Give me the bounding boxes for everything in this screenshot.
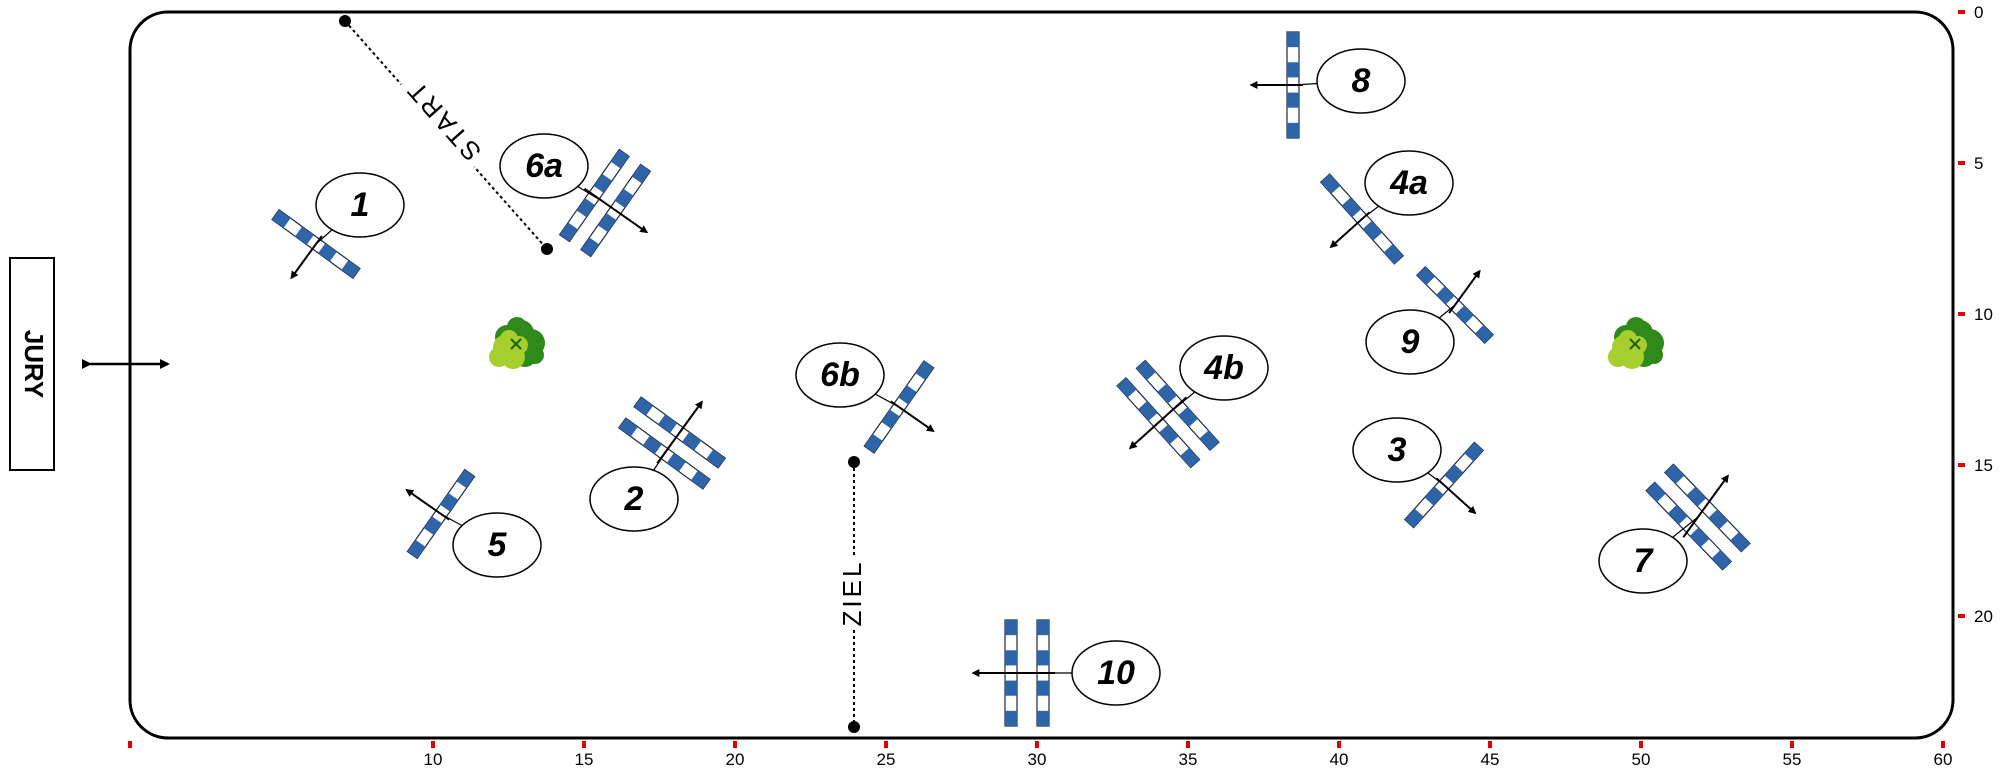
obstacle-1[interactable]: 1 [271, 172, 405, 280]
obstacle-label-bubble [499, 133, 589, 199]
tree-left-icon [489, 317, 545, 369]
obstacle-number: 4b [1203, 349, 1244, 387]
obstacle-5[interactable]: 5 [405, 468, 542, 578]
y-tick [1958, 10, 1965, 14]
obstacle-2[interactable]: 2 [589, 396, 727, 532]
obstacle-7[interactable]: 7 [1598, 463, 1751, 594]
x-tick [1337, 741, 1341, 748]
obstacle-number: 4a [1389, 164, 1428, 202]
x-tick-label: 40 [1330, 750, 1349, 769]
x-tick-label: 60 [1934, 750, 1953, 769]
x-tick [431, 741, 435, 748]
x-tick-label: 20 [726, 750, 745, 769]
obstacle-label-bubble [795, 342, 885, 408]
x-tick [733, 741, 737, 748]
finish-label: ZIEL [837, 560, 867, 627]
x-tick-label: 25 [877, 750, 896, 769]
obstacle-number: 10 [1097, 654, 1135, 692]
jumps: 1 2 3 4a 4b 5 6a 6b 7 8 9 10 [271, 31, 1751, 727]
obstacle-10[interactable]: 10 [971, 619, 1161, 727]
obstacle-number: 9 [1401, 323, 1420, 361]
obstacle-label-bubble [1071, 640, 1161, 706]
y-tick [1958, 161, 1965, 165]
y-tick-label: 0 [1974, 3, 1983, 22]
obstacle-number: 6b [820, 356, 860, 394]
x-tick-label: 15 [575, 750, 594, 769]
x-tick-label: 35 [1179, 750, 1198, 769]
tree-right-icon [1608, 317, 1664, 369]
obstacle-4b[interactable]: 4b [1116, 335, 1269, 469]
obstacle-label-bubble [1365, 309, 1455, 375]
pole [1645, 481, 1733, 571]
x-tick [1186, 741, 1190, 748]
y-scale: 0 5 10 15 20 [1958, 3, 1993, 626]
obstacle-9[interactable]: 9 [1365, 265, 1495, 375]
obstacle-label-bubble [452, 512, 542, 578]
obstacle-number: 2 [624, 480, 644, 518]
obstacle-label-bubble [1316, 48, 1406, 114]
x-scale: 10 15 20 25 30 35 40 45 50 55 60 [128, 741, 1952, 769]
y-tick [1958, 463, 1965, 467]
x-tick [884, 741, 888, 748]
obstacle-number: 8 [1352, 62, 1371, 100]
x-tick [1035, 741, 1039, 748]
obstacle-6a[interactable]: 6a [499, 133, 652, 258]
arena-boundary [128, 10, 1955, 740]
obstacle-number: 1 [351, 186, 370, 224]
y-tick-label: 5 [1974, 154, 1983, 173]
obstacle-label-bubble [1364, 150, 1454, 216]
x-tick-label: 30 [1028, 750, 1047, 769]
obstacle-number: 3 [1388, 431, 1407, 469]
x-tick [1488, 741, 1492, 748]
finish-line: ZIEL [837, 456, 870, 733]
obstacle-6b[interactable]: 6b [795, 342, 935, 454]
direction-arrow-icon [583, 187, 649, 234]
obstacle-label-bubble [1352, 417, 1442, 483]
obstacle-number: 5 [488, 526, 508, 564]
y-tick-label: 15 [1974, 456, 1993, 475]
direction-arrow-icon [1682, 474, 1729, 538]
obstacle-label-bubble [589, 466, 679, 532]
x-tick-label: 45 [1481, 750, 1500, 769]
x-tick [582, 741, 586, 748]
obstacle-label-bubble [1179, 335, 1269, 401]
obstacle-number: 6a [525, 147, 563, 185]
x-tick [1941, 741, 1945, 748]
obstacle-4a[interactable]: 4a [1319, 150, 1454, 265]
obstacle-number: 7 [1634, 542, 1655, 580]
jury-label: JURY [19, 330, 49, 398]
y-tick-label: 10 [1974, 305, 1993, 324]
x-tick-label: 50 [1632, 750, 1651, 769]
obstacle-label-bubble [315, 172, 405, 238]
y-tick-label: 20 [1974, 607, 1993, 626]
trees [489, 317, 1664, 369]
x-tick-label: 10 [424, 750, 443, 769]
obstacle-8[interactable]: 8 [1249, 31, 1406, 139]
obstacle-3[interactable]: 3 [1352, 417, 1485, 529]
obstacle-label-bubble [1598, 528, 1688, 594]
y-tick [1958, 614, 1965, 618]
y-tick [1958, 312, 1965, 316]
x-tick [1790, 741, 1794, 748]
x-tick [1639, 741, 1643, 748]
x-tick-label: 55 [1783, 750, 1802, 769]
jury-box: JURY [9, 257, 55, 471]
pole [1663, 463, 1751, 553]
x-tick-0 [128, 741, 132, 748]
